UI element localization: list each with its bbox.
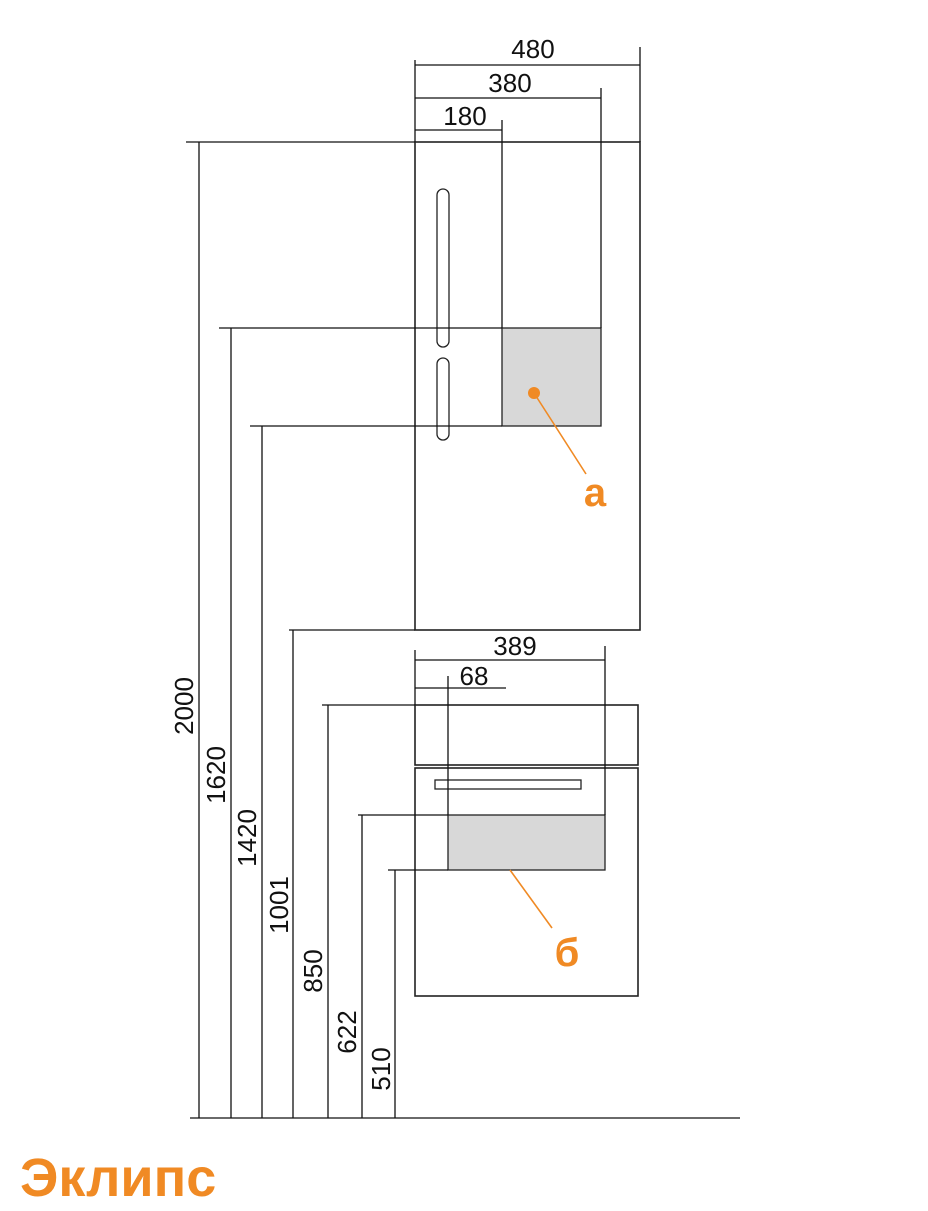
lower-cabinet-body — [414, 767, 639, 997]
tall-cabinet-handle-upper — [436, 188, 450, 348]
width-389-label: 389 — [493, 631, 536, 661]
callout-a-label: а — [584, 471, 607, 515]
height-510-label: 510 — [366, 1047, 396, 1090]
callout-b-leader — [509, 869, 553, 929]
callout-b-label: б — [555, 931, 580, 975]
height-1001-label: 1001 — [264, 876, 294, 934]
cutout-b — [447, 814, 606, 871]
height-850-label: 850 — [298, 949, 328, 992]
cutout-a — [501, 327, 602, 427]
height-1620-label: 1620 — [201, 746, 231, 804]
width-380-label: 380 — [488, 68, 531, 98]
height-1420-label: 1420 — [232, 809, 262, 867]
width-68-label: 68 — [460, 661, 489, 691]
width-480-label: 480 — [511, 34, 554, 64]
brand-logo-text: Эклипс — [20, 1148, 216, 1208]
height-2000-label: 2000 — [169, 677, 199, 735]
lower-cabinet-top-drawer — [414, 704, 639, 766]
height-622-label: 622 — [332, 1010, 362, 1053]
lower-cabinet-handle — [434, 779, 582, 790]
tall-cabinet-handle-lower — [436, 357, 450, 441]
width-180-label: 180 — [443, 101, 486, 131]
callout-a-leader — [533, 392, 587, 475]
